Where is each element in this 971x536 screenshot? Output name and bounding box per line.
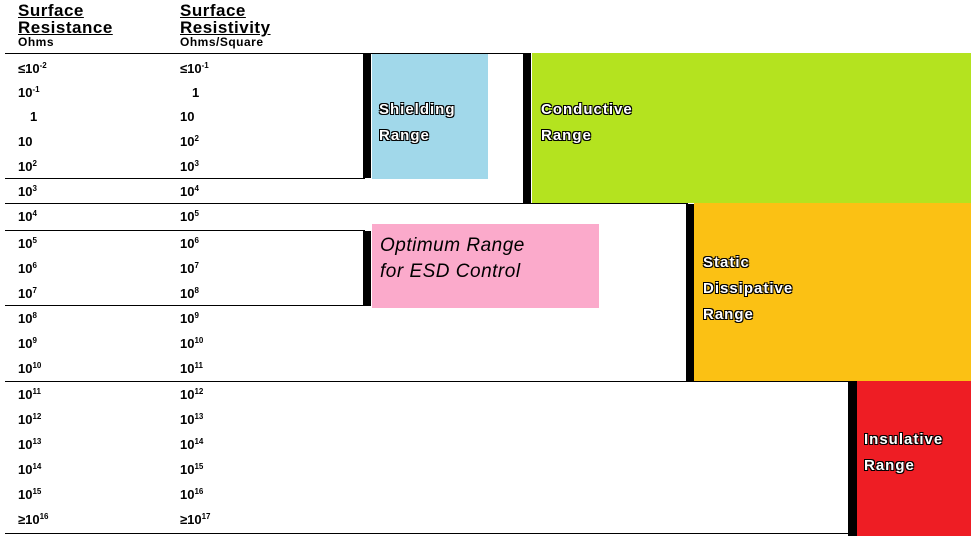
divider-conductive-bottom [5, 203, 688, 204]
table-row: 106 107 [0, 256, 360, 281]
table-row: 105 106 [0, 231, 360, 256]
table-row: 102 103 [0, 154, 360, 179]
table-row: 107 108 [0, 281, 360, 306]
table-row: 1010 1011 [0, 356, 360, 381]
insulative-range-box: Insulative Range [857, 381, 971, 536]
surface-resistance-value: 10 [18, 134, 33, 149]
table-row: 103 104 [0, 179, 360, 204]
surface-resistance-value: 1013 [18, 437, 42, 452]
surface-resistivity-value: 1012 [180, 387, 204, 402]
surface-resistivity-value: ≤10-1 [180, 61, 209, 76]
surface-resistance-header: Surface Resistance Ohms [18, 2, 113, 49]
surface-resistivity-value: 1014 [180, 437, 204, 452]
surface-resistance-value: 108 [18, 311, 37, 326]
shielding-label-line1: Shielding [379, 101, 456, 118]
table-row: 109 1010 [0, 331, 360, 356]
divider-static-bottom [5, 381, 850, 382]
surface-resistivity-value: 108 [180, 286, 199, 301]
optimum-label-line2: for ESD Control [380, 261, 521, 282]
surface-resistivity-value: 102 [180, 134, 199, 149]
divider-bottom [5, 533, 850, 534]
surface-resistivity-value: 1011 [180, 361, 203, 376]
surface-resistance-value: 1011 [18, 387, 41, 402]
surface-resistance-value: 10-1 [18, 85, 40, 100]
header-resistance-line1: Surface [18, 1, 84, 20]
surface-resistivity-value: 1016 [180, 487, 204, 502]
surface-resistance-value: 102 [18, 159, 37, 174]
table-row: 1 10 [0, 104, 360, 129]
surface-resistivity-value: 1 [192, 85, 200, 100]
table-row: 104 105 [0, 204, 360, 229]
conductive-range-bar [523, 53, 531, 204]
insulative-label-line2: Range [864, 457, 915, 474]
surface-resistance-value: 1014 [18, 462, 42, 477]
insulative-range-bar [848, 381, 857, 536]
surface-resistance-value: 1010 [18, 361, 42, 376]
table-row: ≥1016 ≥1017 [0, 507, 360, 532]
divider-optimum-bottom [5, 305, 365, 306]
table-row: 108 109 [0, 306, 360, 331]
static-label-line3: Range [703, 306, 754, 323]
divider-shielding-bottom [5, 178, 365, 179]
conductive-label-line2: Range [541, 127, 592, 144]
surface-resistivity-value: 104 [180, 184, 199, 199]
surface-resistance-value: 1015 [18, 487, 42, 502]
surface-resistivity-value: ≥1017 [180, 512, 211, 527]
shielding-range-box: Shielding Range [372, 54, 488, 179]
static-label-line2: Dissipative [703, 280, 794, 297]
surface-resistance-value: ≥1016 [18, 512, 49, 527]
header-resistance-line2: Resistance [18, 18, 113, 37]
surface-resistance-value: 106 [18, 261, 37, 276]
shielding-range-bar [363, 54, 371, 178]
static-range-bar [686, 204, 694, 382]
divider-optimum-top [5, 230, 365, 231]
optimum-label-line1: Optimum Range [380, 235, 525, 256]
divider-top [5, 53, 524, 54]
table-row: 1011 1012 [0, 382, 360, 407]
table-row: 1013 1014 [0, 432, 360, 457]
table-row: 10-1 1 [0, 80, 360, 105]
surface-resistance-value: 105 [18, 236, 37, 251]
surface-resistance-value: ≤10-2 [18, 61, 47, 76]
header-resistivity-line1: Surface [180, 1, 246, 20]
conductive-label-line1: Conductive [541, 101, 633, 118]
static-label-line1: Static [703, 254, 750, 271]
table-row: ≤10-2 ≤10-1 [0, 56, 360, 81]
optimum-range-bar [363, 231, 371, 306]
surface-resistance-value: 1 [30, 109, 38, 124]
table-row: 1015 1016 [0, 482, 360, 507]
table-row: 10 102 [0, 129, 360, 154]
surface-resistance-value: 103 [18, 184, 37, 199]
conductive-range-box: Conductive Range [532, 53, 971, 203]
header-resistance-unit: Ohms [18, 35, 55, 49]
surface-resistivity-value: 106 [180, 236, 199, 251]
shielding-label-line2: Range [379, 127, 430, 144]
surface-resistivity-value: 107 [180, 261, 199, 276]
surface-resistance-value: 1012 [18, 412, 42, 427]
surface-resistivity-value: 109 [180, 311, 199, 326]
surface-resistance-value: 107 [18, 286, 37, 301]
table-row: 1012 1013 [0, 407, 360, 432]
optimum-esd-range-box: Optimum Range for ESD Control [372, 224, 599, 308]
surface-resistance-value: 104 [18, 209, 37, 224]
surface-resistivity-value: 1013 [180, 412, 204, 427]
surface-resistivity-header: Surface Resistivity Ohms/Square [180, 2, 271, 49]
surface-resistivity-value: 10 [180, 109, 195, 124]
surface-resistivity-value: 105 [180, 209, 199, 224]
header-resistivity-line2: Resistivity [180, 18, 271, 37]
insulative-label-line1: Insulative [864, 431, 944, 448]
surface-resistance-value: 109 [18, 336, 37, 351]
surface-resistivity-value: 1015 [180, 462, 204, 477]
static-dissipative-range-box: Static Dissipative Range [694, 203, 971, 381]
surface-resistivity-value: 103 [180, 159, 199, 174]
table-row: 1014 1015 [0, 457, 360, 482]
header-resistivity-unit: Ohms/Square [180, 35, 264, 49]
surface-resistivity-value: 1010 [180, 336, 204, 351]
